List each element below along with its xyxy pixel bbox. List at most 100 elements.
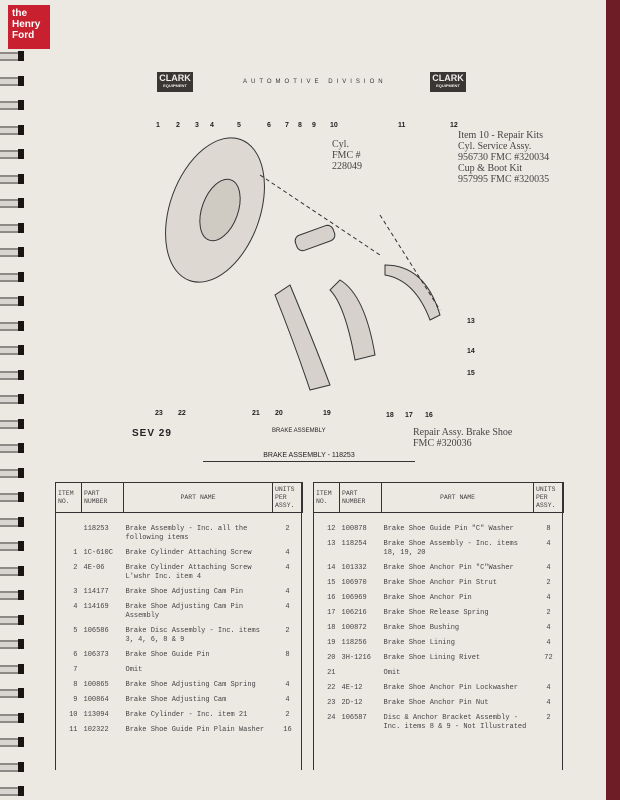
units-per-assy: 4	[546, 594, 551, 602]
item-no: 9	[73, 696, 78, 704]
callout-number: 6	[267, 122, 271, 129]
item-no: 10	[69, 711, 78, 719]
punch-hole	[18, 100, 24, 110]
part-number: 101332	[341, 564, 367, 572]
catalog-page	[0, 0, 606, 800]
punch-hole	[18, 712, 24, 723]
item-no	[56, 513, 82, 547]
part-number: 114177	[83, 588, 109, 596]
item-no: 24	[327, 714, 336, 722]
punch-hole	[18, 492, 24, 502]
brake-cylinder	[294, 224, 336, 252]
item-no: 5	[73, 627, 78, 635]
part-name: Brake Shoe Lining	[383, 639, 455, 647]
callout-number: 12	[450, 122, 458, 129]
part-name: Disc & Anchor Bracket Assembly - Inc. it…	[383, 714, 527, 731]
punch-hole	[18, 149, 24, 159]
units-per-assy: 4	[546, 699, 551, 707]
item-no: 14	[327, 564, 336, 572]
part-name: Brake Shoe Adjusting Cam Spring	[125, 681, 256, 689]
units-per-assy: 2	[546, 579, 551, 587]
punch-hole	[18, 51, 24, 61]
part-number: 113094	[83, 711, 109, 719]
punch-hole	[18, 786, 24, 796]
callout-number: 2	[176, 122, 180, 129]
item-no: 3	[73, 588, 78, 596]
punch-hole	[18, 345, 24, 355]
part-name: Brake Shoe Anchor Pin Nut	[383, 699, 489, 707]
callout-number: 13	[467, 318, 475, 325]
part-number: 106970	[341, 579, 367, 587]
part-number: 100864	[83, 696, 109, 704]
units-per-assy: 4	[285, 564, 290, 572]
item-no: 2	[73, 564, 78, 572]
table-row: 7 Omit	[56, 663, 303, 678]
part-number: 118254	[341, 540, 367, 548]
part-name: Brake Shoe Assembly - Inc. items 18, 19,…	[383, 540, 518, 557]
callout-number: 5	[237, 122, 241, 129]
units-per-assy: 8	[546, 525, 551, 533]
col-item-no: ITEM NO.	[313, 482, 340, 513]
repair-kits-note: Item 10 - Repair Kits Cyl. Service Assy.…	[458, 130, 550, 185]
punch-hole	[18, 541, 24, 551]
item-no: 1	[73, 549, 78, 557]
punch-hole	[18, 737, 24, 747]
punch-hole	[18, 418, 24, 429]
units-per-assy: 4	[546, 564, 551, 572]
item-no: 15	[327, 579, 336, 587]
part-name: Omit	[125, 666, 143, 674]
units-per-assy: 16	[283, 726, 292, 734]
units-per-assy: 4	[285, 681, 290, 689]
punch-hole	[18, 75, 24, 86]
punch-hole	[18, 614, 24, 625]
units-per-assy: 72	[544, 654, 553, 662]
callout-number: 22	[178, 410, 186, 417]
part-name: Brake Shoe Anchor Pin	[383, 594, 472, 602]
punch-hole	[18, 663, 24, 674]
part-number: 100872	[341, 624, 367, 632]
callout-number: 11	[398, 122, 406, 129]
callout-number: 21	[252, 410, 260, 417]
units-per-assy: 4	[285, 549, 290, 557]
units-per-assy: 4	[546, 624, 551, 632]
punch-hole	[18, 394, 24, 404]
cylinder-fmc-note: Cyl. FMC # 228049	[332, 139, 362, 172]
parts-table-left: ITEM NO. PART NUMBER PART NAME UNITS PER…	[55, 482, 303, 738]
units-per-assy: 4	[546, 639, 551, 647]
units-per-assy	[273, 663, 303, 678]
units-per-assy	[534, 666, 564, 681]
item-no: 21	[327, 669, 336, 677]
punch-hole	[18, 296, 24, 306]
part-name: Brake Cylinder - Inc. item 21	[125, 711, 248, 719]
brake-shoe	[329, 279, 376, 361]
right-table-frame	[313, 482, 563, 770]
part-number: 4E-12	[341, 684, 363, 692]
callout-number: 7	[285, 122, 289, 129]
punch-hole	[18, 222, 24, 233]
brake-shoe-lining	[274, 284, 331, 391]
callout-number: 18	[386, 412, 394, 419]
col-part-name: PART NAME	[381, 482, 534, 513]
punch-hole	[18, 320, 24, 331]
part-number	[82, 663, 124, 678]
sev-label: SEV 29	[132, 428, 172, 439]
punch-hole	[18, 173, 24, 184]
item-no: 7	[73, 666, 78, 674]
punch-hole	[18, 271, 24, 282]
